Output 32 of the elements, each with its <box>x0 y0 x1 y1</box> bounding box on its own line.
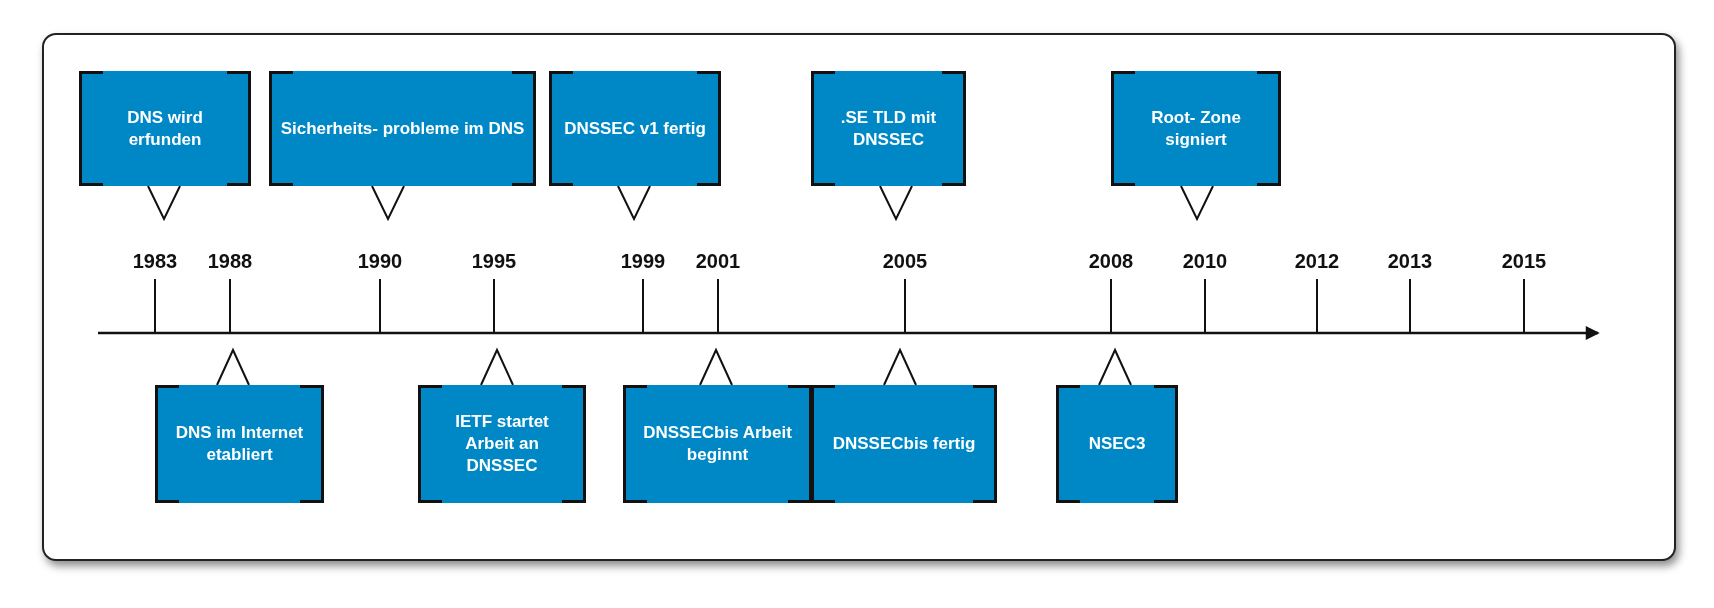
event-box <box>1056 385 1178 503</box>
year-label: 2001 <box>694 249 742 273</box>
year-label: 1983 <box>131 249 179 273</box>
event-box <box>269 71 536 186</box>
event-box <box>1111 71 1281 186</box>
event-box <box>811 385 997 503</box>
event-text: Root- Zone signiert <box>1150 106 1242 151</box>
event-box <box>155 385 324 503</box>
event-text: Sicherheits- probleme im DNS <box>279 117 526 140</box>
event-text: DNSSECbis fertig <box>831 433 977 455</box>
year-label: 2015 <box>1500 249 1548 273</box>
event-text: DNSSECbis Arbeit beginnt <box>642 422 793 466</box>
event-box <box>79 71 251 186</box>
event-text: .SE TLD mit DNSSEC <box>839 106 938 151</box>
event-text: DNSSEC v1 fertig <box>563 117 707 140</box>
event-box <box>623 385 812 503</box>
year-label: 2012 <box>1293 249 1341 273</box>
year-label: 1995 <box>470 249 518 273</box>
event-text: NSEC3 <box>1087 433 1147 455</box>
year-label: 1990 <box>356 249 404 273</box>
event-text: DNS wird erfunden <box>126 106 204 151</box>
event-box <box>549 71 721 186</box>
event-box <box>418 385 586 503</box>
year-label: 2005 <box>881 249 929 273</box>
year-label: 1988 <box>206 249 254 273</box>
year-label: 2013 <box>1386 249 1434 273</box>
year-label: 2010 <box>1181 249 1229 273</box>
year-label: 2008 <box>1087 249 1135 273</box>
event-text: IETF startet Arbeit an DNSSEC <box>454 411 550 477</box>
year-label: 1999 <box>619 249 667 273</box>
event-box <box>811 71 966 186</box>
event-text: DNS im Internet etabliert <box>174 422 305 466</box>
